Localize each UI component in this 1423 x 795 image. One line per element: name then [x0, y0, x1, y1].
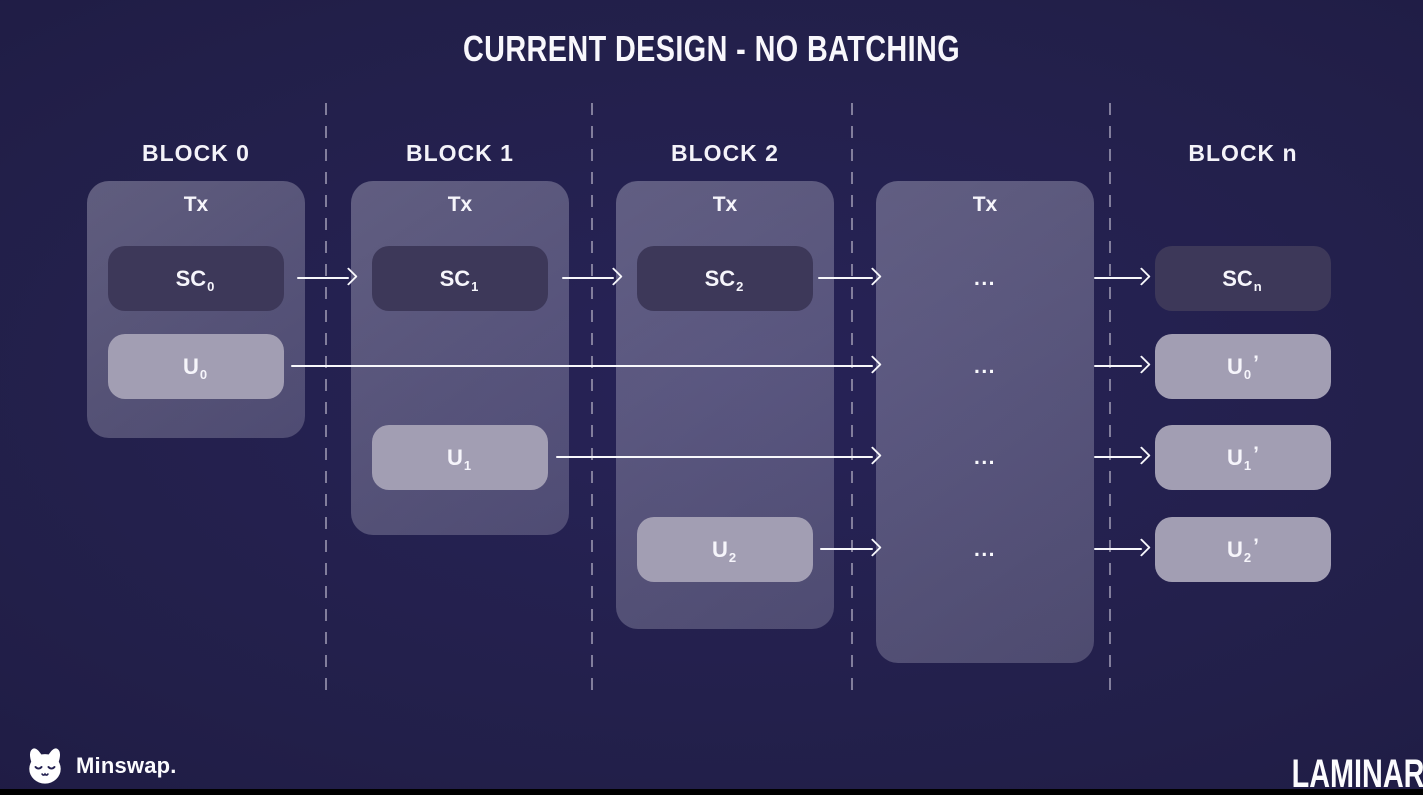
arrow-line: [1094, 455, 1142, 459]
flow-arrow-u2-ellipsis: [820, 537, 882, 561]
arrow-head-icon: [1132, 355, 1151, 375]
arrow-line: [820, 547, 873, 551]
u0-prime-label: U: [1227, 353, 1243, 379]
flow-arrow-sc2-ellipsis: [818, 266, 882, 290]
u1-label: U: [446, 444, 463, 470]
arrow-line: [562, 276, 614, 280]
block-divider-1: [325, 103, 327, 694]
arrow-head-icon: [1132, 267, 1151, 287]
scn-label: SC: [1222, 265, 1253, 291]
sc1-subscript: 1: [471, 279, 479, 294]
u0-subscript: 0: [199, 367, 208, 382]
ellipsis-row-sc: ...: [973, 266, 996, 290]
flow-arrow-ellipsis-u1-prime: [1094, 445, 1151, 469]
arrow-line: [1094, 547, 1142, 551]
arrow-line: [1094, 364, 1142, 368]
scn-subscript: n: [1253, 279, 1262, 294]
block2-tx-label: Tx: [712, 193, 738, 216]
slide-title: CURRENT DESIGN - NO BATCHING: [462, 28, 961, 69]
minswap-brand-text: Minswap.: [76, 753, 177, 778]
block2-header: BLOCK 2: [671, 140, 779, 166]
minswap-cat-icon: [29, 748, 61, 784]
arrow-head-icon: [604, 267, 623, 287]
flow-arrow-ellipsis-u0-prime: [1094, 354, 1151, 378]
flow-arrow-u0-ellipsis: [291, 354, 882, 378]
u1-subscript: 1: [463, 458, 472, 473]
u0-label: U: [182, 353, 199, 379]
block-divider-3: [851, 103, 853, 694]
laminar-brand-text: LAMINAR: [1291, 752, 1423, 795]
arrow-line: [818, 276, 873, 280]
sc2-label: SC: [704, 265, 736, 291]
footer-bar: [0, 789, 1423, 795]
u2-label: U: [711, 536, 728, 562]
ellipsis-row-u1: ...: [973, 445, 996, 469]
ellipsis-tx-container: Tx ... ... ... ...: [876, 181, 1094, 663]
arrow-line: [291, 364, 873, 368]
ellipsis-row-u0: ...: [973, 354, 996, 378]
u1-prime-label: U: [1227, 444, 1243, 470]
flow-arrow-ellipsis-scn: [1094, 266, 1151, 290]
u0-prime-suffix: ’: [1253, 351, 1259, 375]
block1-tx-label: Tx: [447, 193, 473, 216]
flow-arrow-sc0-sc1: [297, 266, 358, 290]
u2-subscript: 2: [728, 550, 737, 565]
flow-arrow-u1-ellipsis: [556, 445, 882, 469]
ellipsis-tx-label: Tx: [972, 193, 998, 216]
arrow-line: [1094, 276, 1142, 280]
arrow-head-icon: [1132, 446, 1151, 466]
arrow-head-icon: [863, 267, 882, 287]
u2-prime-subscript: 2: [1243, 550, 1252, 565]
u1-prime-subscript: 1: [1243, 458, 1252, 473]
arrow-head-icon: [1132, 538, 1151, 558]
sc0-label: SC: [175, 265, 207, 291]
u0-prime-subscript: 0: [1243, 367, 1252, 382]
arrow-head-icon: [863, 355, 882, 375]
blockn-header: BLOCK n: [1188, 140, 1298, 166]
flow-arrow-sc1-sc2: [562, 266, 623, 290]
flow-arrow-ellipsis-u2-prime: [1094, 537, 1151, 561]
minswap-brand: Minswap.: [24, 746, 177, 786]
u2-prime-suffix: ’: [1253, 534, 1259, 558]
ellipsis-row-u2: ...: [973, 537, 996, 561]
sc1-label: SC: [439, 265, 471, 291]
sc0-subscript: 0: [207, 279, 215, 294]
u1-prime-suffix: ’: [1253, 442, 1259, 466]
arrow-head-icon: [863, 446, 882, 466]
sc2-subscript: 2: [736, 279, 744, 294]
arrow-head-icon: [339, 267, 358, 287]
block-divider-4: [1109, 103, 1111, 694]
u2-prime-label: U: [1227, 536, 1243, 562]
block0-tx-label: Tx: [183, 193, 209, 216]
block-divider-2: [591, 103, 593, 694]
arrow-line: [297, 276, 349, 280]
arrow-head-icon: [863, 538, 882, 558]
block0-header: BLOCK 0: [142, 140, 250, 166]
block1-header: BLOCK 1: [406, 140, 514, 166]
arrow-line: [556, 455, 873, 459]
